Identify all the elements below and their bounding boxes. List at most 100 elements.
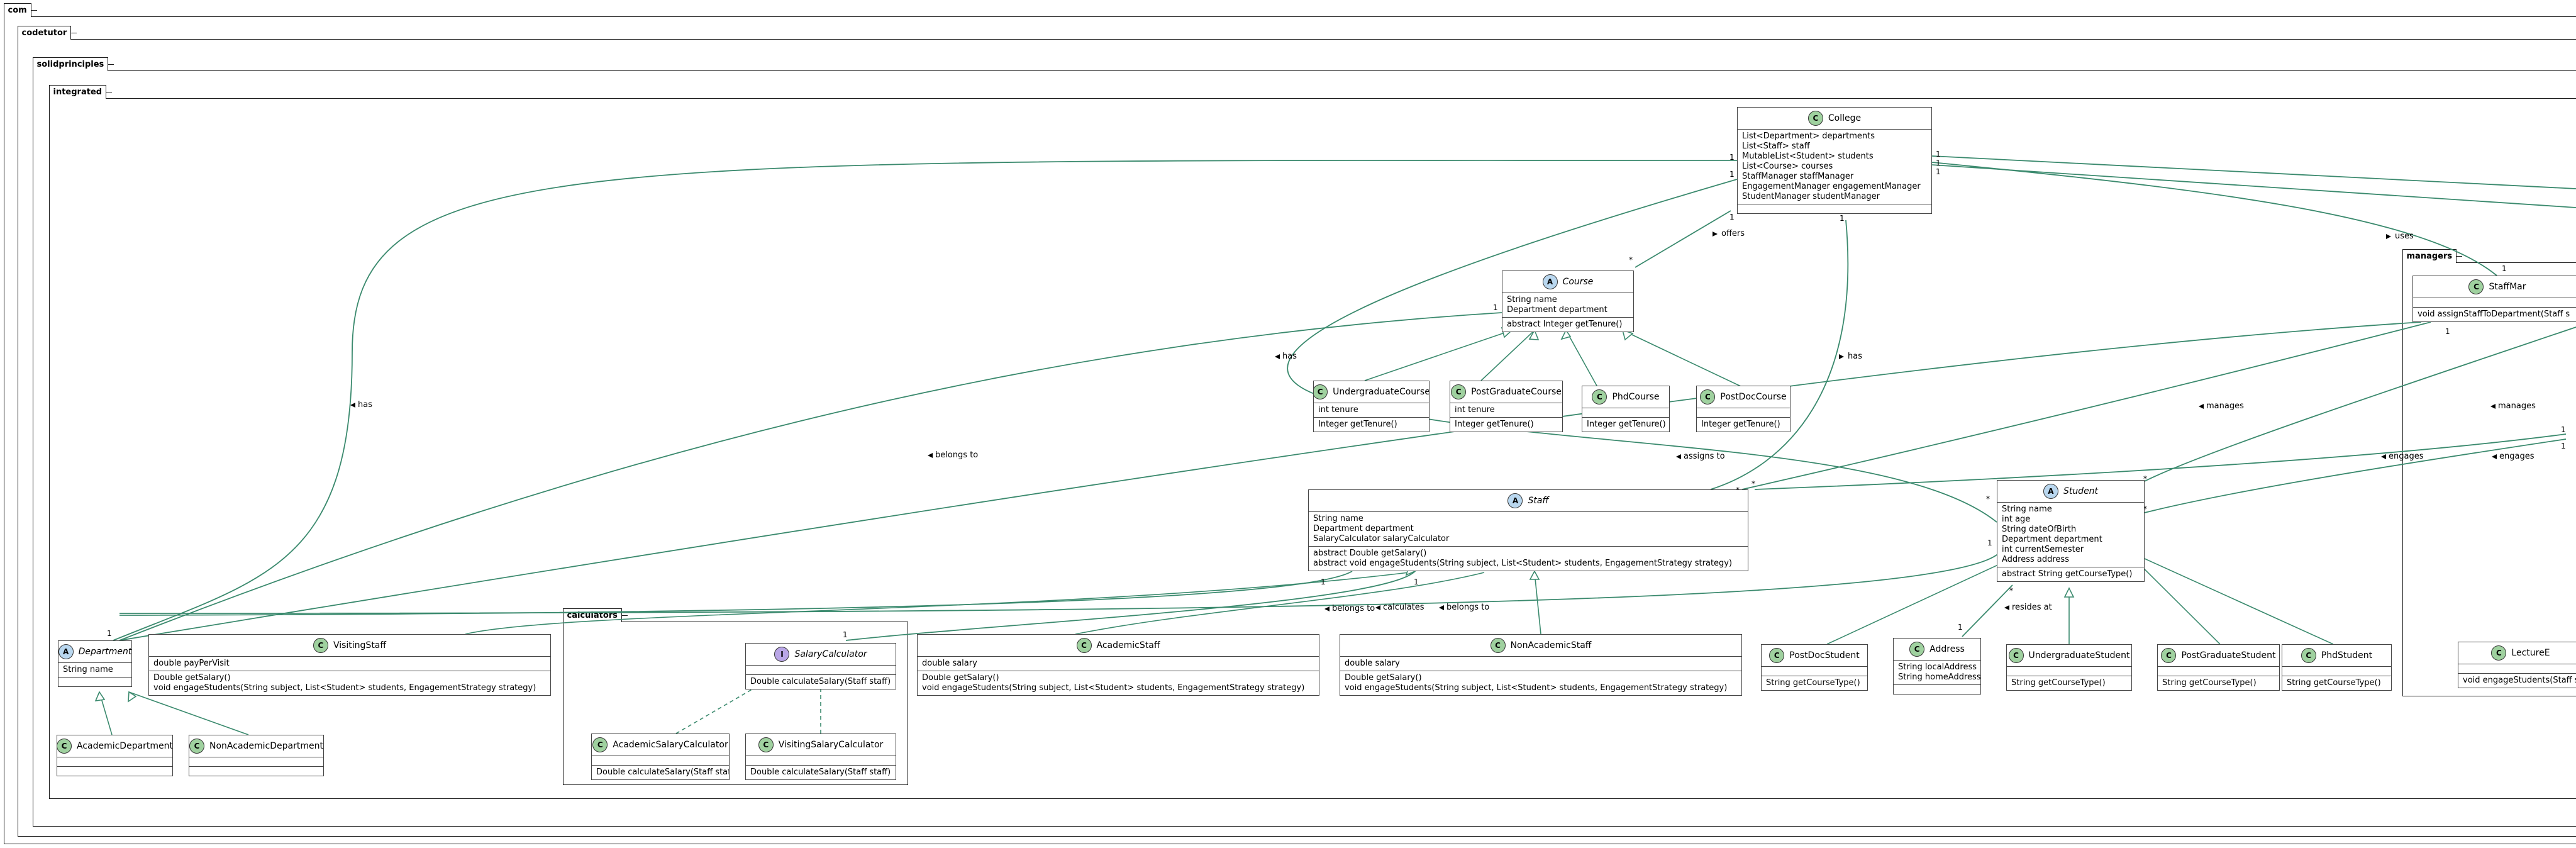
arrowhead-course-c bbox=[1560, 329, 1572, 340]
class-fields bbox=[746, 666, 896, 675]
package-solidprinciples-label: solidprinciples bbox=[32, 57, 114, 71]
mult: 1 bbox=[2502, 264, 2507, 273]
class-icon: C bbox=[1076, 638, 1092, 653]
label-manages-b: manages bbox=[2498, 401, 2536, 411]
class-icon: C bbox=[1314, 384, 1328, 399]
class-icon: C bbox=[1769, 648, 1785, 663]
field: Department department bbox=[1507, 305, 1607, 315]
class-name: UndergraduateStudent bbox=[2028, 650, 2130, 661]
mult: * bbox=[2009, 586, 2013, 595]
method: void engageStudents(String subject, List… bbox=[153, 683, 536, 693]
class-name: PhdCourse bbox=[1612, 392, 1660, 402]
class-fields bbox=[592, 756, 729, 766]
mult: 1 bbox=[1936, 167, 1941, 176]
mult: * bbox=[2143, 474, 2147, 483]
class-methods: Double getSalary()void engageStudents(St… bbox=[1340, 671, 1741, 695]
class-icon: C bbox=[2491, 645, 2507, 661]
abstract-class-icon: A bbox=[1507, 493, 1523, 508]
edge-manages-student bbox=[2144, 326, 2576, 482]
method: void engageStudents(Staff staff, Strin bbox=[2463, 676, 2576, 685]
class-icon: C bbox=[1490, 638, 1506, 653]
dir-has-student bbox=[1275, 354, 1280, 359]
class-header: C PostDocStudent bbox=[1762, 645, 1867, 667]
class-icon: C bbox=[1451, 384, 1467, 399]
class-name: Student bbox=[2063, 486, 2099, 496]
class-name: Staff bbox=[1528, 496, 1549, 506]
package-managers-label: managers bbox=[2402, 249, 2462, 263]
dir-belongs-student bbox=[1439, 605, 1444, 610]
mult: 1 bbox=[1936, 159, 1941, 167]
field: List<Staff> staff bbox=[1742, 142, 1810, 151]
label-engages-a: engages bbox=[2389, 452, 2424, 461]
dir-belongs-staff bbox=[1324, 606, 1330, 611]
label-staff-belongs-to: belongs to bbox=[1332, 604, 1375, 613]
edge-manages-staff bbox=[1741, 321, 2431, 490]
package-integrated-label: integrated bbox=[48, 85, 112, 99]
class-icon: C bbox=[2008, 648, 2024, 663]
class-methods: abstract Double getSalary()abstract void… bbox=[1309, 547, 1748, 571]
field: List<Course> courses bbox=[1742, 162, 1833, 171]
class-methods: Double calculateSalary(Staff staff) bbox=[746, 766, 896, 779]
field: Department department bbox=[1313, 524, 1414, 533]
dir-uses bbox=[2386, 234, 2391, 239]
abstract-class-icon: A bbox=[58, 644, 74, 659]
dir-manages-a bbox=[2199, 404, 2204, 409]
dir-offers bbox=[1713, 232, 1718, 237]
field: int tenure bbox=[1318, 405, 1358, 415]
field: String name bbox=[1313, 514, 1363, 523]
method: String getCourseType() bbox=[2287, 678, 2381, 688]
class-icon: C bbox=[2161, 648, 2177, 663]
dir-has-staff bbox=[1839, 354, 1844, 359]
edge-nonacademic-staff bbox=[1534, 572, 1541, 635]
class-name: PostDocCourse bbox=[1720, 392, 1787, 402]
package-com: com bbox=[3, 3, 2576, 844]
class-methods: Double getSalary()void engageStudents(St… bbox=[918, 671, 1319, 695]
edge-staff-salarycalculator bbox=[845, 571, 1416, 641]
field: SalaryCalculator salaryCalculator bbox=[1313, 534, 1450, 544]
class-fields bbox=[746, 756, 896, 766]
class-name: Course bbox=[1562, 277, 1594, 287]
dir-resides bbox=[2004, 605, 2009, 610]
class-header: C UndergraduateStudent bbox=[2007, 645, 2131, 667]
class-name: PostDocStudent bbox=[1789, 650, 1860, 661]
class-name: AcademicStaff bbox=[1096, 640, 1160, 650]
class-fields bbox=[2158, 667, 2279, 676]
class-icon: C bbox=[1592, 389, 1607, 404]
method: abstract Double getSalary() bbox=[1313, 549, 1427, 558]
